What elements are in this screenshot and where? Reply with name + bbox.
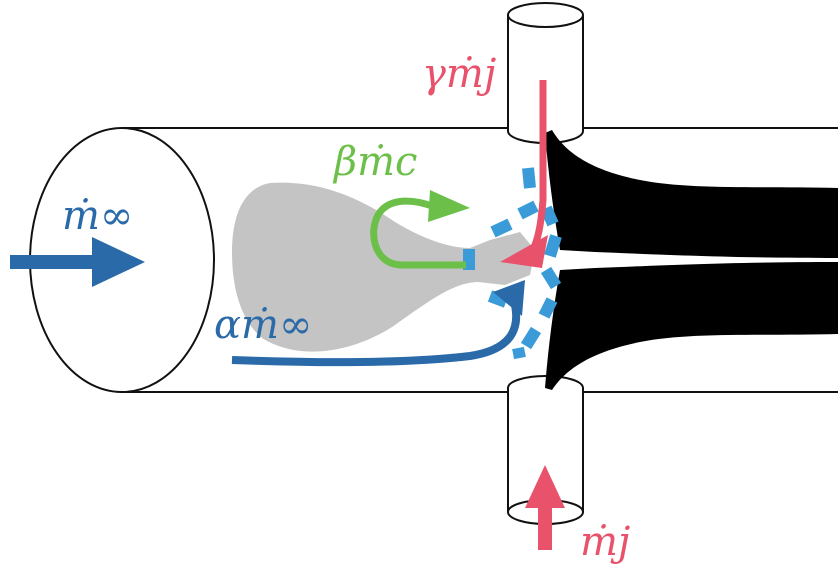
jet-inflow-arrow (525, 465, 565, 550)
label-beta-recirculation: βṁc (334, 139, 418, 185)
freestream-arrow (10, 237, 145, 287)
label-jet: ṁj (580, 519, 631, 565)
label-freestream: ṁ∞ (62, 193, 134, 239)
label-alpha-freestream: αṁ∞ (214, 302, 313, 348)
jet-plume-upper (545, 130, 838, 258)
gamma-jet-arrow (500, 80, 548, 268)
recirculation-region (232, 182, 535, 352)
jet-plume-lower (545, 262, 838, 390)
alpha-freestream-arrow (231, 280, 525, 367)
beta-recirculation-arrow (370, 190, 470, 269)
control-surface-dashes (463, 167, 562, 360)
label-gamma-jet: γṁj (422, 51, 497, 97)
jet-plume (545, 130, 838, 390)
